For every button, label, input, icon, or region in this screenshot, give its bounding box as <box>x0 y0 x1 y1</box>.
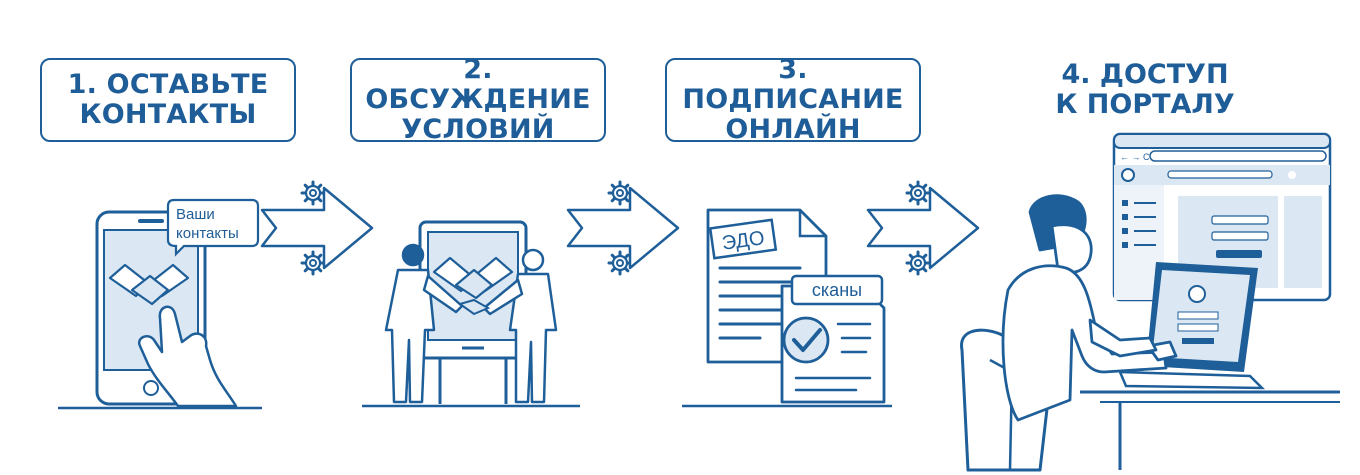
step-4-title: 4. ДОСТУП К ПОРТАЛУ <box>1015 60 1275 120</box>
contacts-bubble: Ваши контакты <box>166 198 260 257</box>
person-left <box>384 243 464 404</box>
step-1-line1: 1. ОСТАВЬТЕ <box>67 69 269 100</box>
bubble-line1: Ваши <box>176 206 215 223</box>
step-1-title: 1. ОСТАВЬТЕ КОНТАКТЫ <box>40 58 296 142</box>
phone-illustration: Ваши контакты <box>58 198 262 410</box>
arrow-1 <box>260 180 374 276</box>
scans-text: сканы <box>812 280 862 300</box>
step-3-line1: 3. ПОДПИСАНИЕ <box>682 54 904 115</box>
scans-label: сканы <box>790 274 884 306</box>
arrow-3 <box>866 180 980 276</box>
step-3-line2: ОНЛАЙН <box>725 114 861 145</box>
svg-text:← → C: ← → C <box>1120 152 1150 162</box>
step-4-line2: К ПОРТАЛУ <box>1055 89 1235 120</box>
negotiation-illustration <box>362 220 580 408</box>
board-handshake-icon <box>432 256 514 300</box>
person-at-laptop <box>1001 194 1178 422</box>
step-2-line1: 2. ОБСУЖДЕНИЕ <box>365 54 591 115</box>
check-badge-icon <box>782 316 830 364</box>
step-4-line1: 4. ДОСТУП <box>1061 59 1229 90</box>
edo-label: ЭДО <box>708 218 778 260</box>
handshake-icon <box>108 263 190 306</box>
step-2-title: 2. ОБСУЖДЕНИЕ УСЛОВИЙ <box>350 54 606 145</box>
step-1-line2: КОНТАКТЫ <box>79 99 257 130</box>
portal-illustration: ← → C <box>960 132 1340 472</box>
bubble-line2: контакты <box>176 225 239 242</box>
pointing-hand-icon <box>137 305 238 408</box>
person-right <box>482 248 558 404</box>
step-3-title: 3. ПОДПИСАНИЕ ОНЛАЙН <box>665 54 921 145</box>
arrow-2 <box>566 180 680 276</box>
laptop <box>1118 262 1266 390</box>
step-2-line2: УСЛОВИЙ <box>401 114 555 145</box>
documents-illustration: ЭДО сканы <box>682 208 892 408</box>
